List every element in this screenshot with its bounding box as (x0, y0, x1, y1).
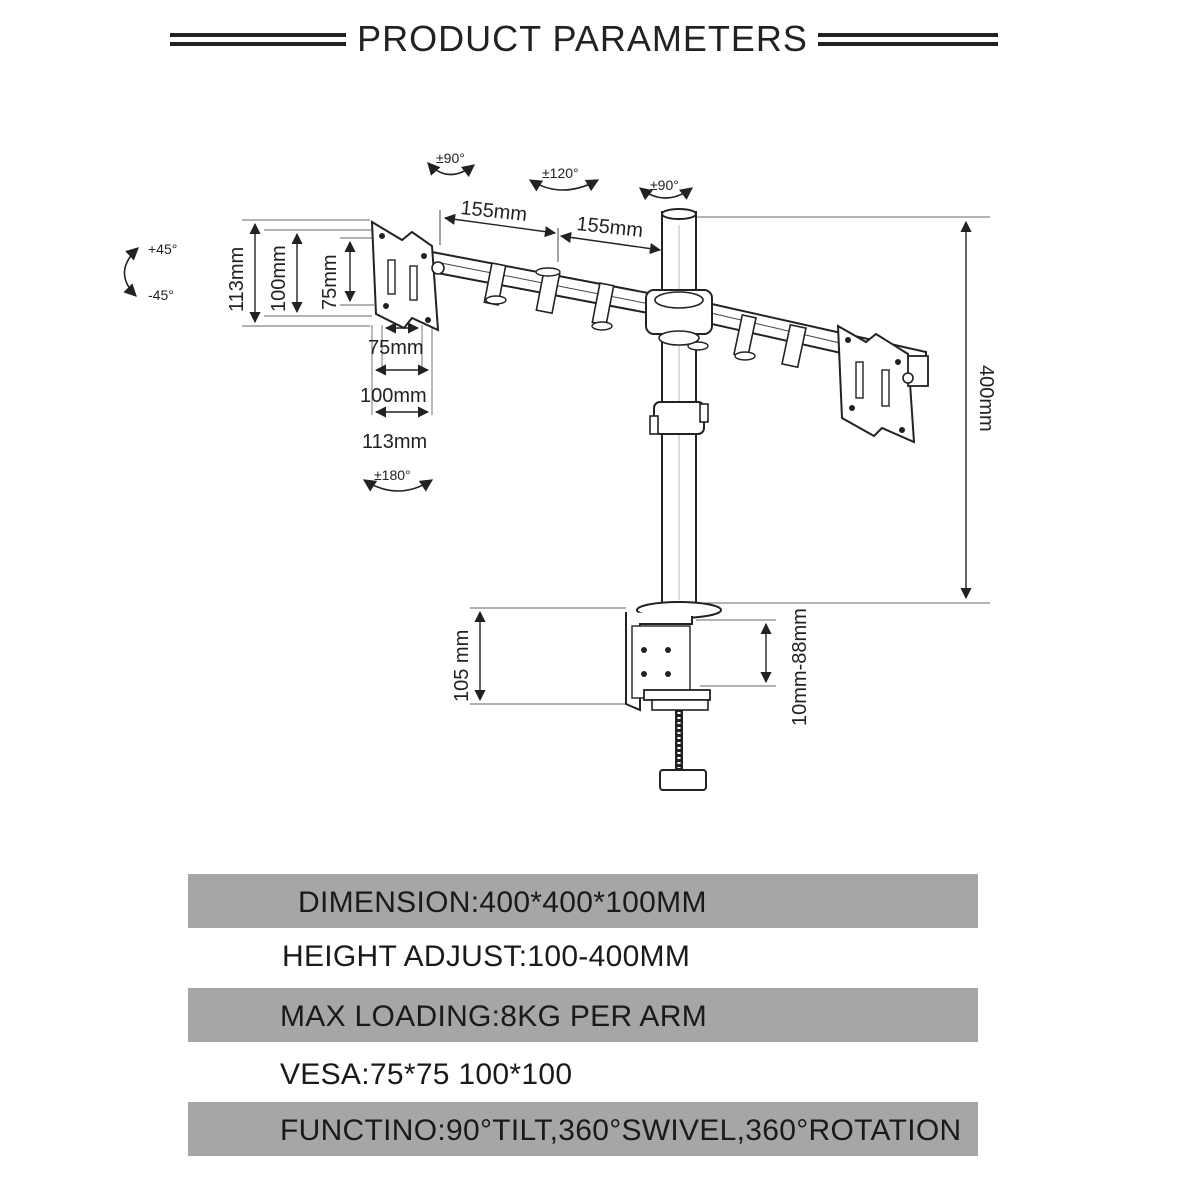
rotation-left-head-label: ±90° (436, 150, 465, 166)
header-rule-left-lower (170, 42, 346, 46)
desk-clamp (625, 601, 722, 791)
vesa-height-100: 100mm (268, 245, 290, 312)
clamp-dimensions: 105 mm 10mm-88mm (451, 607, 811, 726)
pole (649, 208, 709, 611)
rotation-bottom-label: ±180° (374, 467, 411, 483)
spec-height-adjust: HEIGHT ADJUST:100-400MM (282, 940, 691, 973)
pole-hub (645, 289, 713, 346)
vesa-plate-right (836, 324, 929, 444)
pole-height-label: 400mm (975, 365, 997, 432)
arm-length-dimension: 155mm 155mm (439, 197, 663, 262)
arm-right-length: 155mm (575, 213, 644, 242)
header-rule-left (170, 33, 346, 37)
vesa-width-113: 113mm (362, 431, 427, 453)
spec-row-dimension: DIMENSION:400*400*100MM (188, 874, 978, 928)
vesa-plate-left (370, 220, 445, 332)
clamp-height-label: 105 mm (451, 630, 473, 702)
rotation-tilt: +45° -45° (123, 241, 177, 303)
rotation-bottom: ±180° (362, 467, 434, 492)
rotation-arm-joint: ±120° (528, 165, 600, 192)
rotation-pole-top-label: ±90° (650, 177, 679, 193)
vesa-width-dimensions: 75mm 100mm 113mm (360, 322, 433, 453)
monitor-arm-diagram: ±90° ±120° ±90° +45° -45° ±180° 155mm 15… (123, 150, 997, 791)
vesa-width-100: 100mm (360, 385, 427, 407)
spec-function: FUNCTINO:90°TILT,360°SWIVEL,360°ROTATION (280, 1114, 962, 1147)
rotation-left-head: ±90° (427, 150, 476, 178)
tilt-down-label: -45° (148, 287, 174, 303)
spec-row-vesa: VESA:75*75 100*100 (188, 1046, 978, 1100)
spec-max-loading: MAX LOADING:8KG PER ARM (280, 1000, 708, 1033)
tilt-up-label: +45° (148, 241, 177, 257)
header-rule-right (818, 33, 998, 37)
spec-vesa: VESA:75*75 100*100 (280, 1058, 573, 1091)
page-title: PRODUCT PARAMETERS (357, 18, 808, 59)
vesa-height-dimensions: 113mm 100mm 75mm (226, 219, 374, 327)
arm-left (431, 250, 665, 331)
spec-row-function: FUNCTINO:90°TILT,360°SWIVEL,360°ROTATION (188, 1102, 978, 1156)
rotation-arm-joint-label: ±120° (542, 165, 579, 181)
vesa-height-113: 113mm (226, 247, 248, 312)
vesa-height-75: 75mm (319, 254, 341, 310)
spec-dimension: DIMENSION:400*400*100MM (298, 886, 707, 919)
rotation-pole-top: ±90° (639, 177, 694, 201)
spec-row-max-loading: MAX LOADING:8KG PER ARM (188, 988, 978, 1042)
vesa-width-75: 75mm (368, 337, 424, 359)
header: PRODUCT PARAMETERS (0, 0, 1200, 80)
pole-height-dimension: 400mm (696, 216, 997, 604)
desk-thickness-label: 10mm-88mm (789, 608, 811, 726)
spec-row-height-adjust: HEIGHT ADJUST:100-400MM (188, 928, 978, 982)
header-rule-right-lower (818, 42, 998, 46)
